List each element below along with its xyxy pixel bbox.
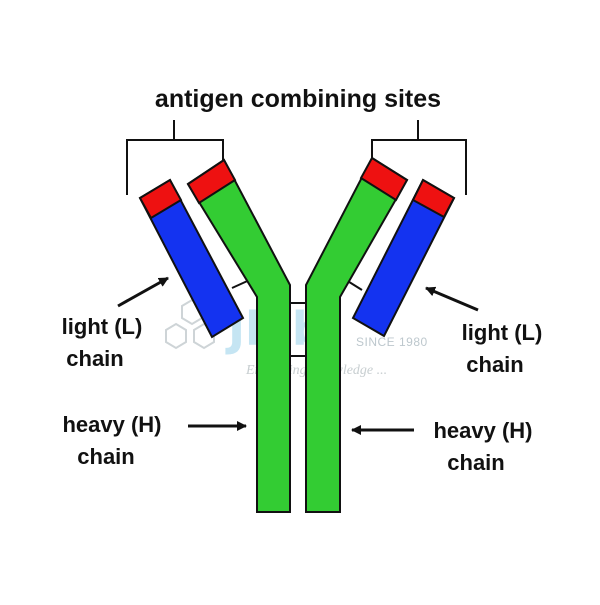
heavy-right-label-line1: heavy (H) (433, 418, 532, 443)
heavy-left-label-line2: chain (77, 444, 134, 469)
arrow-light-left (117, 276, 169, 308)
arrows (117, 276, 479, 435)
light-left-label-line2: chain (66, 346, 123, 371)
right-bracket (371, 120, 467, 195)
light-left-label-line1: light (L) (62, 314, 143, 339)
left-bracket (126, 120, 224, 195)
light-right-label-line1: light (L) (462, 320, 543, 345)
light-right-label-line2: chain (466, 352, 523, 377)
heavy-right-antigen-site (359, 156, 409, 202)
light-right-antigen-site (411, 178, 456, 219)
watermark-since: SINCE 1980 (356, 335, 428, 349)
heavy-right-label-line2: chain (447, 450, 504, 475)
heavy-left-antigen-site (186, 158, 237, 205)
antigen-sites-title: antigen combining sites (155, 85, 441, 113)
light-left-antigen-site (138, 178, 183, 220)
heavy-left-label-line1: heavy (H) (62, 412, 161, 437)
arrow-light-right (425, 286, 479, 312)
